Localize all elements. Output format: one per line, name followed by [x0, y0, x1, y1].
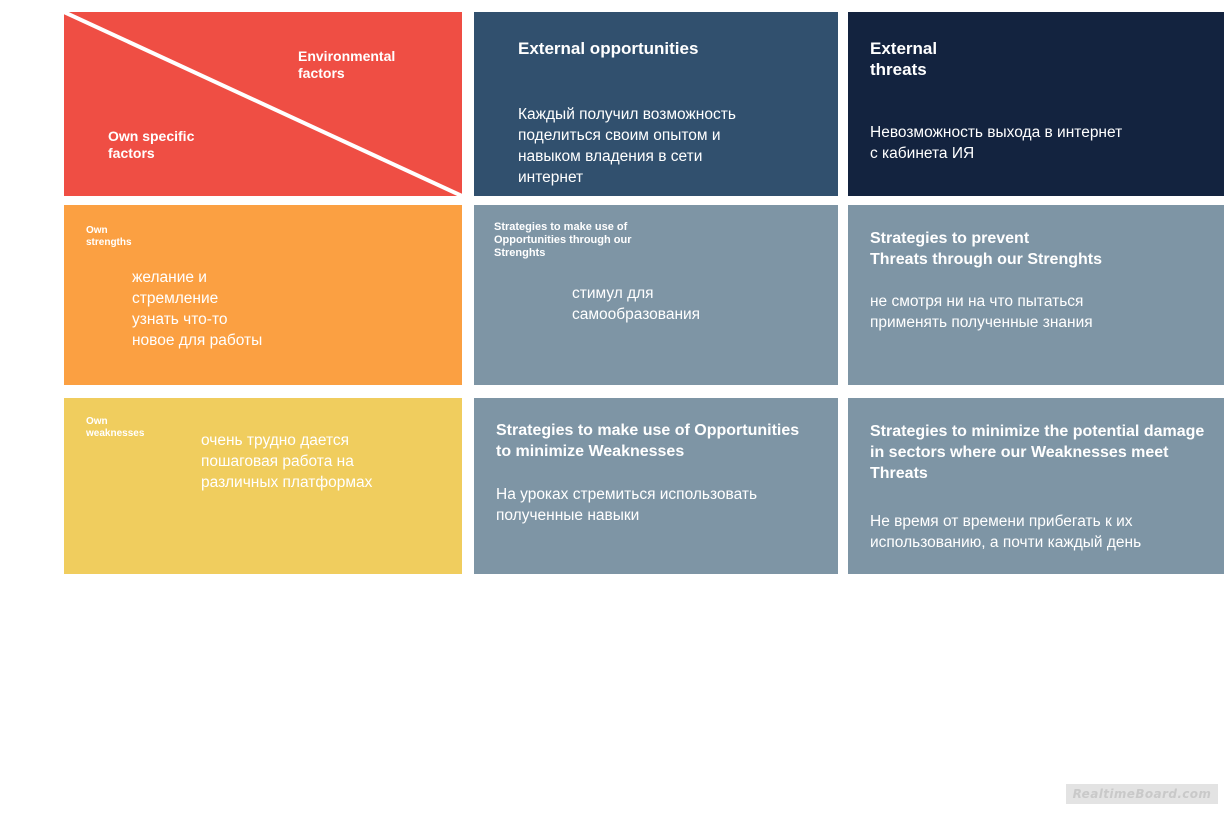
strategy-so-label: Strategies to make use of Opportunities … — [494, 221, 632, 259]
strategy-so-cell[interactable]: Strategies to make use of Opportunities … — [474, 205, 838, 385]
external-threats-body: Невозможность выхода в интернет с кабине… — [870, 124, 1123, 162]
strategy-wo-cell[interactable]: Strategies to make use of Opportunities … — [474, 398, 838, 574]
strategy-st-label: Strategies to prevent Threats through ou… — [870, 230, 1102, 268]
strategy-wt-label: Strategies to minimize the potential dam… — [870, 423, 1205, 482]
strategy-wo-label: Strategies to make use of Opportunities … — [496, 422, 800, 460]
strategy-st-body: не смотря ни на что пытаться применять п… — [870, 293, 1093, 331]
strategy-st-cell[interactable]: Strategies to prevent Threats through ou… — [848, 205, 1224, 385]
strategy-wo-body: На уроках стремиться использовать получе… — [496, 486, 758, 524]
strategy-wt-body: Не время от времени прибегать к их испол… — [870, 513, 1142, 551]
strategy-so-body: стимул для самообразования — [572, 285, 701, 323]
realtimeboard-watermark: RealtimeBoard.com — [1066, 784, 1218, 804]
own-specific-factors-label: Own specific factors — [108, 128, 195, 161]
environmental-factors-label: Environmental factors — [298, 48, 396, 81]
own-weaknesses-cell[interactable]: Own weaknesses очень трудно дается пошаг… — [64, 398, 462, 574]
corner-axis-cell[interactable]: Environmental factors Own specific facto… — [64, 12, 462, 196]
diagonal-divider-icon — [64, 12, 462, 196]
own-strengths-label: Own strengths — [86, 225, 132, 248]
external-opportunities-title: External opportunities — [518, 39, 699, 58]
own-strengths-cell[interactable]: Own strengths желание и стремление узнат… — [64, 205, 462, 385]
external-opportunities-body: Каждый получил возможность поделиться св… — [518, 106, 736, 186]
own-weaknesses-body: очень трудно дается пошаговая работа на … — [201, 432, 373, 491]
external-threats-title: External threats — [870, 39, 938, 79]
strategy-wt-cell[interactable]: Strategies to minimize the potential dam… — [848, 398, 1224, 574]
own-strengths-body: желание и стремление узнать что-то новое… — [132, 269, 263, 349]
own-weaknesses-label: Own weaknesses — [86, 416, 145, 439]
external-opportunities-cell[interactable]: External opportunities Каждый получил во… — [474, 12, 838, 196]
external-threats-cell[interactable]: External threats Невозможность выхода в … — [848, 12, 1224, 196]
